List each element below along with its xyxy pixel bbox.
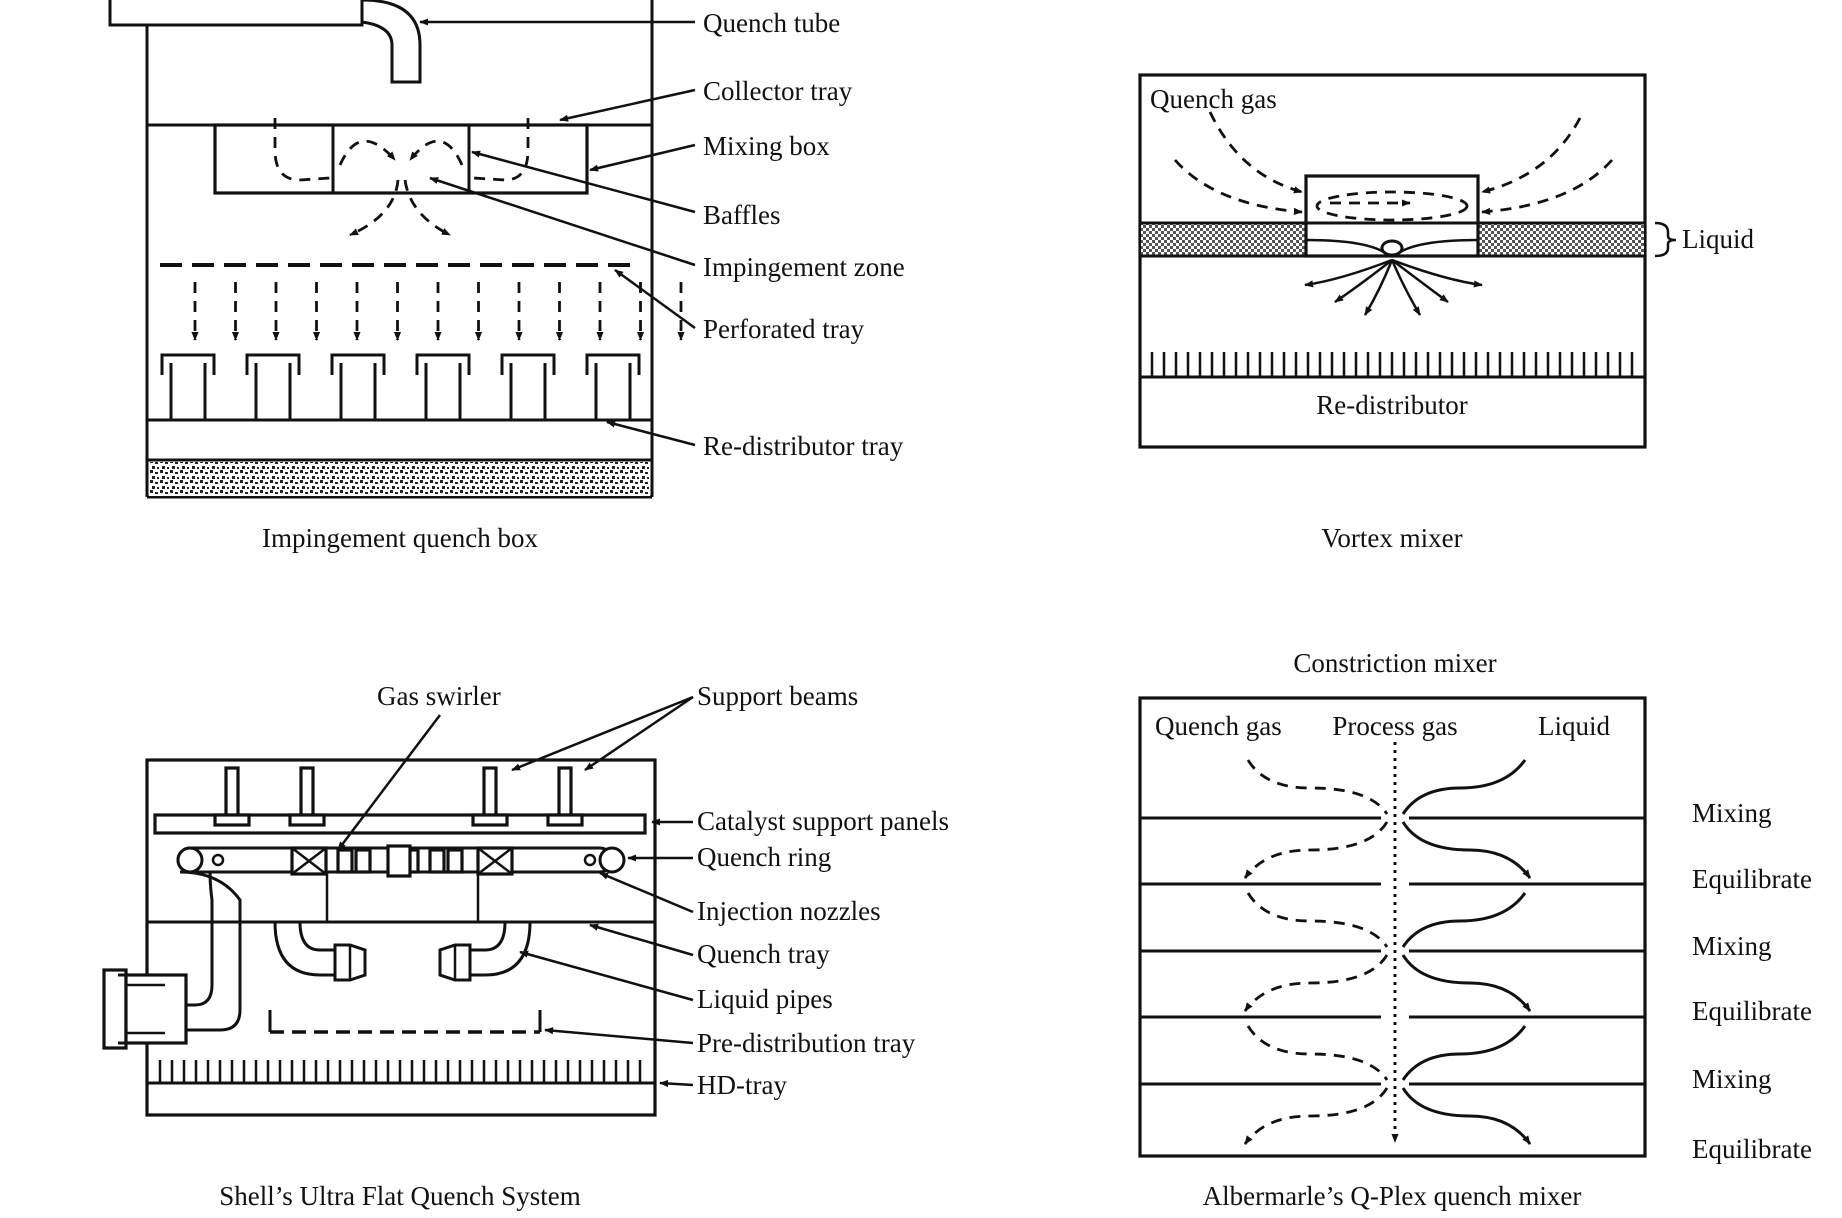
label-quench-tube: Quench tube — [703, 8, 840, 38]
caption-impingement-quench-box: Impingement quench box — [262, 523, 538, 553]
liquid-outflow — [1401, 821, 1532, 879]
chimney-cap — [245, 353, 301, 375]
label-liquid-pipes: Liquid pipes — [697, 984, 833, 1014]
qplex-mixer-figure: Constriction mixer Quench gas Process ga… — [1138, 648, 1812, 1211]
support-beam-foot — [471, 813, 509, 827]
label-baffles: Baffles — [703, 200, 780, 230]
label-gas-swirler: Gas swirler — [377, 681, 501, 711]
label-qplex-process-gas: Process gas — [1332, 711, 1457, 741]
impingement-quench-box-figure: Quench tube Collector tray Mixing box Ba… — [108, 0, 905, 553]
liquid-inflow — [1401, 759, 1527, 815]
label-stage-2-equilibrate: Equilibrate — [1692, 864, 1812, 894]
label-support-beams: Support beams — [697, 681, 858, 711]
label-quench-tray: Quench tray — [697, 939, 830, 969]
quench-gas-outflow — [1243, 954, 1389, 1012]
chimney-cap — [415, 353, 471, 375]
liquid-outflow — [1401, 1087, 1532, 1145]
label-mixing-box: Mixing box — [703, 131, 830, 161]
chimney-cap — [160, 353, 216, 375]
quench-gas-inflow — [1246, 1025, 1389, 1081]
label-vortex-quench-gas: Quench gas — [1150, 84, 1277, 114]
quench-gas-inflow — [1246, 759, 1389, 815]
quench-gas-outflow — [1243, 1087, 1389, 1145]
chimney-cap — [585, 353, 641, 375]
liquid-inflow — [1401, 1025, 1527, 1081]
label-impingement-zone: Impingement zone — [703, 252, 905, 282]
vortex-mixer-figure: Quench gas Liquid Re-distributor Vortex … — [1138, 73, 1754, 553]
swirler-cross — [477, 847, 513, 875]
label-injection-nozzles: Injection nozzles — [697, 896, 881, 926]
caption-vortex-mixer: Vortex mixer — [1321, 523, 1462, 553]
label-collector-tray: Collector tray — [703, 76, 853, 106]
liquid-outflow — [1401, 954, 1532, 1012]
support-beam-foot — [546, 813, 584, 827]
support-beam — [299, 766, 315, 817]
label-stage-4-equilibrate: Equilibrate — [1692, 996, 1812, 1026]
support-beam — [482, 766, 498, 817]
support-beam — [557, 766, 573, 817]
liquid-inflow — [1401, 892, 1527, 948]
shell-ultra-flat-quench-figure: Gas swirler Support beams Catalyst suppo… — [102, 681, 949, 1211]
label-hd-tray: HD-tray — [697, 1070, 787, 1100]
label-perforated-tray: Perforated tray — [703, 314, 865, 344]
caption-qplex-quench-mixer: Albermarle’s Q-Plex quench mixer — [1203, 1181, 1582, 1211]
chimney-cap — [500, 353, 556, 375]
quench-gas-inflow — [1246, 892, 1389, 948]
support-beam-foot — [213, 813, 251, 827]
label-predistribution-tray: Pre-distribution tray — [697, 1028, 916, 1058]
support-beam — [224, 766, 240, 817]
label-catalyst-support-panels: Catalyst support panels — [697, 806, 949, 836]
label-redistributor-tray: Re-distributor tray — [703, 431, 904, 461]
label-stage-3-mixing: Mixing — [1692, 931, 1772, 961]
label-quench-ring: Quench ring — [697, 842, 831, 872]
label-qplex-liquid: Liquid — [1538, 711, 1610, 741]
quench-gas-outflow — [1243, 821, 1389, 879]
title-constriction-mixer: Constriction mixer — [1293, 648, 1496, 678]
label-qplex-quench-gas: Quench gas — [1155, 711, 1282, 741]
support-beam-foot — [288, 813, 326, 827]
label-vortex-liquid: Liquid — [1682, 224, 1754, 254]
label-stage-1-mixing: Mixing — [1692, 798, 1772, 828]
chimney-cap — [330, 353, 386, 375]
swirler-cross — [291, 847, 327, 875]
label-vortex-redistributor: Re-distributor — [1316, 390, 1467, 420]
label-stage-6-equilibrate: Equilibrate — [1692, 1134, 1812, 1164]
caption-shell-ultra-flat-quench: Shell’s Ultra Flat Quench System — [219, 1181, 580, 1211]
label-stage-5-mixing: Mixing — [1692, 1064, 1772, 1094]
